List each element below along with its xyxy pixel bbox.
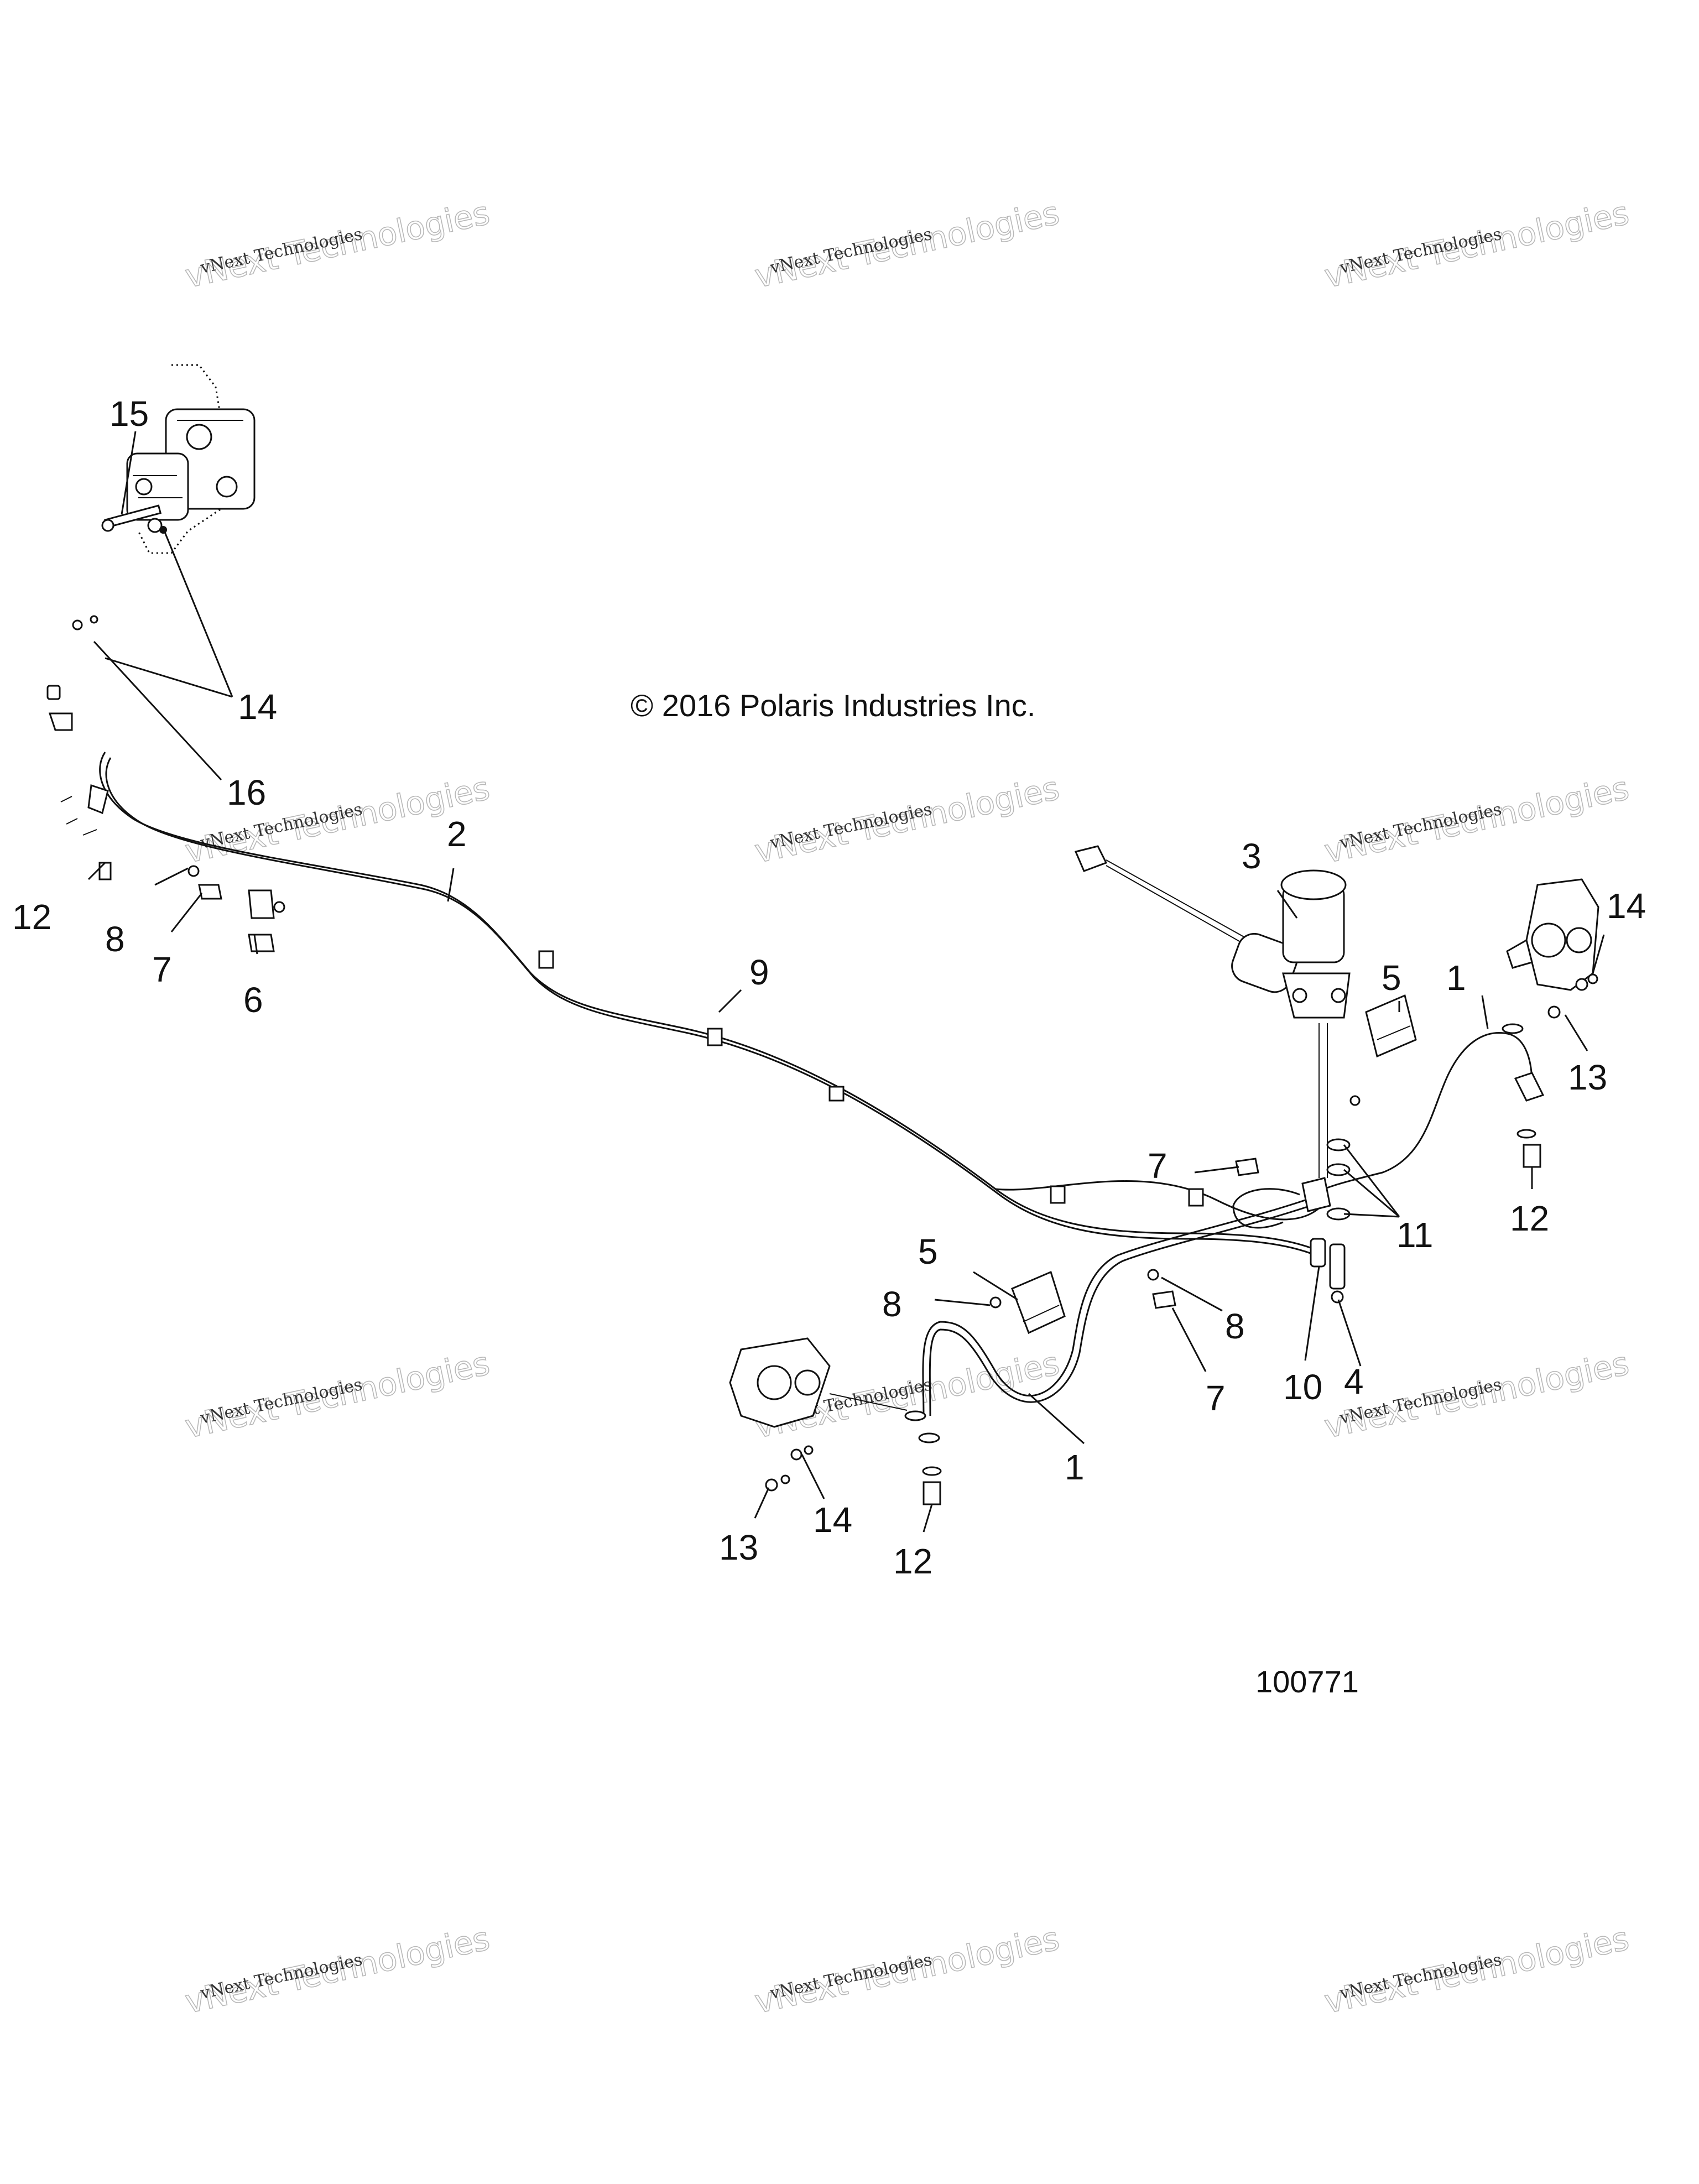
- left-caliper: [729, 1337, 942, 1505]
- callout-5-upper: 5: [1382, 958, 1401, 998]
- watermark: vNext Technologies vNext Technologies: [1321, 769, 1633, 871]
- watermark: vNext Technologies vNext Technologies: [181, 1919, 493, 2021]
- figure-number: 100771: [1255, 1664, 1359, 1699]
- callout-12-lower: 12: [893, 1541, 932, 1581]
- callout-7-left: 7: [152, 950, 172, 989]
- callout-labels: 15 14 16 12 8 7 6 2 9 3 5 1 14 13 12 7 1…: [12, 394, 1646, 1581]
- master-cylinder: [1074, 845, 1351, 1019]
- watermark: vNext Technologies vNext Technologies: [181, 194, 493, 296]
- watermark: vNext Technologies vNext Technologies: [1321, 194, 1633, 296]
- callout-8-left: 8: [105, 919, 125, 959]
- callout-4: 4: [1344, 1362, 1364, 1401]
- callout-12-left: 12: [12, 897, 51, 937]
- callout-15: 15: [110, 394, 149, 434]
- callout-13-right: 13: [1568, 1057, 1607, 1097]
- watermark: vNext Technologies vNext Technologies: [1321, 1919, 1633, 2021]
- brake-switch: [1310, 1238, 1346, 1304]
- callout-14-top: 14: [238, 687, 277, 727]
- callout-16: 16: [227, 773, 266, 812]
- callout-8-lower-right: 8: [1225, 1306, 1245, 1346]
- copyright-notice: © 2016 Polaris Industries Inc.: [630, 688, 1035, 723]
- mc-pipe: [1301, 1023, 1351, 1221]
- watermark: vNext Technologies vNext Technologies: [751, 769, 1063, 871]
- watermark: vNext Technologies vNext Technologies: [751, 1919, 1063, 2021]
- clamp-upper: [1235, 1095, 1361, 1176]
- line-cover-lower: [1011, 1270, 1066, 1335]
- callout-12-right: 12: [1510, 1198, 1549, 1238]
- callout-5-lower: 5: [918, 1232, 938, 1271]
- rear-left-brake-hose: [922, 1199, 1311, 1416]
- callout-6: 6: [243, 980, 263, 1020]
- watermark: vNext Technologies vNext Technologies: [751, 194, 1063, 296]
- callout-2: 2: [447, 814, 467, 854]
- callout-14-right: 14: [1607, 886, 1646, 926]
- callout-3: 3: [1242, 836, 1262, 876]
- watermark-group: vNext Technologies vNext Technologies vN…: [181, 194, 1633, 2021]
- callout-7-lower: 7: [1206, 1378, 1226, 1418]
- callout-8-lower-left: 8: [882, 1284, 902, 1324]
- callout-14-lower: 14: [813, 1500, 852, 1540]
- line-cover-upper: [1365, 994, 1417, 1058]
- line-clips: [538, 950, 1204, 1207]
- callout-9: 9: [749, 952, 769, 992]
- callout-10: 10: [1283, 1367, 1322, 1407]
- callout-11: 11: [1396, 1215, 1433, 1255]
- callout-13-lower: 13: [719, 1528, 758, 1567]
- right-caliper: [1502, 878, 1599, 1168]
- watermark: vNext Technologies vNext Technologies: [181, 1344, 493, 1446]
- callout-1-upper: 1: [1446, 958, 1466, 998]
- leader-lines: [87, 431, 1605, 1533]
- rear-right-brake-hose: [1232, 1032, 1533, 1229]
- clamp-lower: [989, 1269, 1176, 1309]
- parking-brake-caliper-assembly: [72, 364, 256, 630]
- callout-1-lower: 1: [1065, 1447, 1085, 1487]
- watermark: vNext Technologies vNext Technologies: [1321, 1344, 1633, 1446]
- callout-7-upper: 7: [1148, 1146, 1168, 1186]
